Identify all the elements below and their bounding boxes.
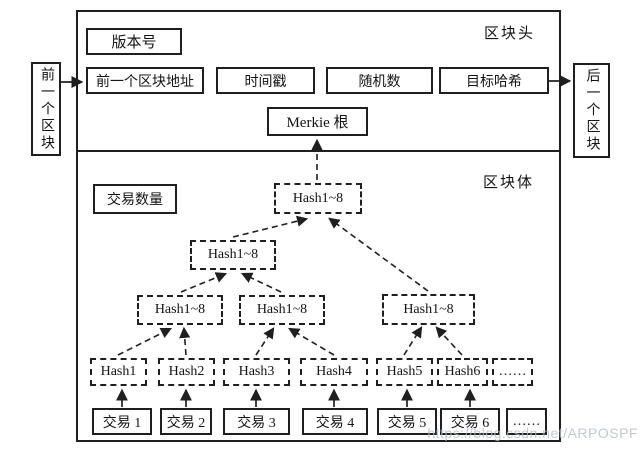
leaf-hash-4: Hash4 — [300, 358, 368, 386]
target-hash-box: 目标哈希 — [439, 67, 549, 94]
tree-node-l3-3: Hash1~8 — [382, 294, 475, 325]
block-body-label: 区块体 — [483, 175, 535, 191]
tx-1: 交易 1 — [92, 408, 152, 435]
version-box: 版本号 — [86, 28, 182, 55]
leaf-hash-5: Hash5 — [376, 358, 433, 386]
header-body-divider — [76, 150, 561, 152]
leaf-hash-3: Hash3 — [223, 358, 290, 386]
timestamp-box: 时间戳 — [216, 67, 315, 94]
tree-node-l3-1: Hash1~8 — [137, 295, 223, 325]
next-block-box: 后一个区块 — [573, 63, 610, 158]
leaf-hash-2: Hash2 — [158, 358, 215, 386]
leaf-hash-1: Hash1 — [90, 358, 147, 386]
leaf-hash-6: Hash6 — [437, 358, 488, 386]
leaf-hash-ellipsis: …… — [492, 358, 533, 386]
tx-ellipsis: …… — [506, 408, 547, 435]
merkle-root-box: Merkie 根 — [267, 107, 368, 136]
tx-count-box: 交易数量 — [93, 184, 177, 214]
tx-3: 交易 3 — [223, 408, 290, 435]
block-header-label: 区块头 — [484, 26, 536, 42]
tx-2: 交易 2 — [160, 408, 212, 435]
tx-4: 交易 4 — [302, 408, 368, 435]
tree-node-l2: Hash1~8 — [190, 240, 276, 270]
prev-address-box: 前一个区块地址 — [86, 67, 204, 94]
prev-block-box: 前一个区块 — [31, 62, 61, 156]
tx-5: 交易 5 — [377, 408, 437, 435]
tx-6: 交易 6 — [440, 408, 500, 435]
watermark-text: https://blog.csdn.net/ARPOSPF — [427, 425, 638, 441]
tree-node-root: Hash1~8 — [274, 183, 362, 214]
tree-node-l3-2: Hash1~8 — [239, 295, 325, 325]
block-frame — [76, 10, 561, 442]
nonce-box: 随机数 — [326, 67, 433, 94]
